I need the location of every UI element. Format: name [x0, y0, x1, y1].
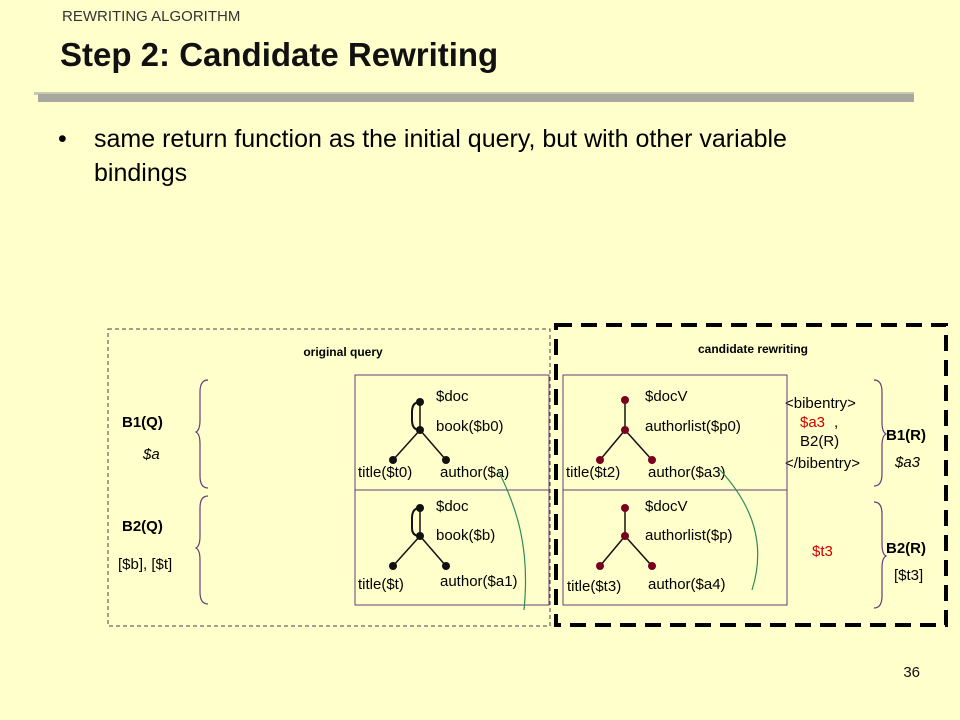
bibentry-comma: ,	[834, 414, 838, 431]
tree-r2: $docV authorlist($p) title($t3) author($…	[567, 498, 733, 595]
bullet-mark: •	[58, 125, 67, 153]
bibentry-open: <bibentry>	[785, 395, 856, 412]
b2r-label: B2(R)	[886, 540, 926, 557]
original-query-label: original query	[303, 345, 383, 359]
b1q-label: B1(Q)	[122, 414, 163, 431]
bullet-item: • same return function as the initial qu…	[58, 122, 858, 190]
node-left-label: title($t0)	[358, 464, 412, 481]
b1q-var: $a	[142, 446, 160, 463]
slide-title: Step 2: Candidate Rewriting	[60, 36, 499, 73]
title-rule-highlight	[34, 92, 914, 95]
tree-box-q2	[354, 489, 550, 606]
node-mid-label: authorlist($p0)	[645, 418, 741, 435]
t3-binding: $t3	[812, 543, 833, 560]
tree-q2: $doc book($b) title($t) author($a1)	[358, 498, 518, 593]
tree-box-r2	[562, 489, 788, 606]
section-label: REWRITING ALGORITHM	[62, 8, 241, 25]
b2q-label: B2(Q)	[122, 518, 163, 535]
node-right	[648, 456, 656, 464]
node-mid	[416, 532, 424, 540]
node-left	[389, 562, 397, 570]
descendant-edge	[411, 507, 421, 537]
edge	[599, 535, 626, 567]
node-root	[416, 398, 424, 406]
edge	[599, 429, 626, 461]
node-right	[442, 456, 450, 464]
b1r-label: B1(R)	[886, 427, 926, 444]
node-mid-label: authorlist($p)	[645, 527, 733, 544]
b1r-var: $a3	[894, 454, 921, 471]
node-mid	[416, 426, 424, 434]
b2r-var: [$t3]	[894, 567, 923, 584]
node-mid	[621, 532, 629, 540]
node-left	[596, 456, 604, 464]
tree-q1: $doc book($b0) title($t0) author($a)	[358, 388, 509, 481]
node-mid-label: book($b)	[436, 527, 495, 544]
original-query-frame	[107, 328, 551, 627]
node-right	[442, 562, 450, 570]
node-mid	[621, 426, 629, 434]
edge	[419, 429, 447, 461]
b2q-vars: [$b], [$t]	[118, 556, 172, 573]
edge	[624, 429, 653, 461]
title-rule	[38, 94, 914, 102]
node-root-label: $doc	[436, 388, 469, 405]
node-left-label: title($t)	[358, 576, 404, 593]
node-left-label: title($t3)	[567, 578, 621, 595]
bibentry-var: $a3	[800, 414, 825, 431]
mapping-curve-r	[719, 469, 759, 591]
node-mid-label: book($b0)	[436, 418, 504, 435]
candidate-rewriting-frame	[554, 323, 948, 627]
node-right-label: author($a4)	[648, 576, 726, 593]
edge	[624, 535, 653, 567]
node-left	[596, 562, 604, 570]
node-root	[621, 396, 629, 404]
node-right-label: author($a3)	[648, 464, 726, 481]
descendant-edge	[411, 401, 421, 431]
bullet-text: same return function as the initial quer…	[94, 125, 787, 187]
node-right-label: author($a1)	[440, 573, 518, 590]
node-root-label: $docV	[645, 388, 688, 405]
node-right	[648, 562, 656, 570]
edge	[419, 535, 447, 567]
b1q-brace	[194, 379, 209, 489]
bibentry-close: </bibentry>	[785, 455, 860, 472]
mapping-curve-q	[497, 469, 527, 611]
b2q-brace	[194, 495, 209, 605]
node-root-label: $docV	[645, 498, 688, 515]
node-root	[621, 504, 629, 512]
b2r-brace	[873, 501, 888, 609]
tree-r1: $docV authorlist($p0) title($t2) author(…	[566, 388, 741, 481]
node-root	[416, 504, 424, 512]
b1r-brace	[873, 379, 888, 487]
node-root-label: $doc	[436, 498, 469, 515]
candidate-rewriting-label: candidate rewriting	[698, 342, 808, 356]
edge	[392, 535, 421, 567]
node-left	[389, 456, 397, 464]
node-left-label: title($t2)	[566, 464, 620, 481]
bibentry-b2: B2(R)	[800, 433, 839, 450]
page-number: 36	[903, 664, 920, 681]
node-right-label: author($a)	[440, 464, 509, 481]
edge	[392, 429, 421, 461]
